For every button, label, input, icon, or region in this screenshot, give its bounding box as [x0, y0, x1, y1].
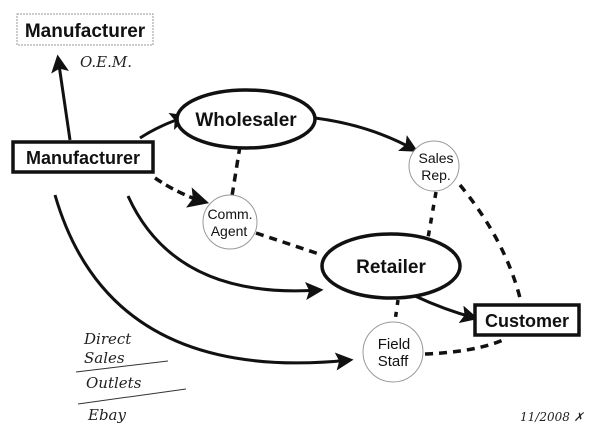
manufacturer-label: Manufacturer: [26, 148, 140, 168]
edge-comm-agent-to-retailer: [255, 231, 323, 257]
field-staff-label-line2: Staff: [378, 353, 409, 370]
retailer-label: Retailer: [356, 257, 426, 278]
edge-retailer-to-customer: [414, 294, 479, 323]
signature-date: 11/2008 ✗: [520, 410, 585, 424]
edge-manufacturer-to-oem: [51, 54, 72, 141]
note-sales: Sales: [84, 349, 125, 367]
edge-wholesaler-to-sales-rep: [314, 116, 419, 152]
edge-wholesaler-to-comm-agent: [230, 145, 242, 197]
note-ebay: Ebay: [87, 406, 126, 424]
node-sales-rep: Sales Rep.: [408, 140, 460, 192]
edge-manufacturer-to-field-staff: [53, 194, 354, 371]
node-field-staff: Field Staff: [362, 321, 424, 383]
field-staff-label-line1: Field: [378, 336, 411, 353]
node-comm-agent: Comm. Agent: [202, 194, 258, 250]
comm-agent-label-line1: Comm.: [207, 206, 252, 222]
comm-agent-label-line2: Agent: [211, 223, 248, 239]
node-wholesaler: Wholesaler: [175, 88, 317, 150]
note-outlets: Outlets: [86, 374, 142, 392]
note-divider-1: [75, 360, 169, 373]
node-manufacturer: Manufacturer: [11, 140, 155, 174]
handwritten-notes: Direct Sales Outlets Ebay 11/2008 ✗: [75, 330, 585, 424]
sales-rep-label-line1: Sales: [418, 150, 453, 166]
node-manufacturer-oem: Manufacturer: [16, 13, 154, 46]
sales-rep-label-line2: Rep.: [421, 167, 451, 183]
node-customer: Customer: [473, 303, 581, 337]
edge-retailer-to-field-staff: [392, 299, 400, 329]
edge-manufacturer-to-comm-agent: [154, 176, 210, 208]
edge-sales-rep-to-retailer: [426, 191, 438, 239]
note-divider-2: [77, 388, 187, 405]
note-direct: Direct: [83, 330, 132, 348]
wholesaler-label: Wholesaler: [195, 110, 297, 131]
node-retailer: Retailer: [320, 232, 462, 300]
customer-label: Customer: [485, 311, 569, 331]
edge-sales-rep-to-customer: [458, 183, 522, 299]
edge-field-staff-to-customer: [424, 338, 504, 356]
oem-note: O.E.M.: [80, 53, 132, 71]
edge-manufacturer-to-retailer: [126, 195, 324, 300]
manufacturer-oem-label: Manufacturer: [25, 21, 146, 42]
